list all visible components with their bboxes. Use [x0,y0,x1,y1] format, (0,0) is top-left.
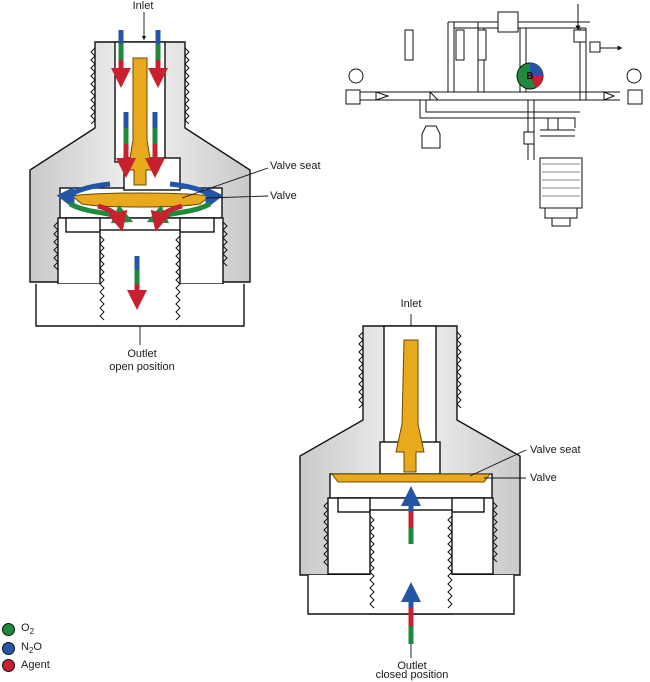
legend-swatch-n2o [2,641,15,655]
legend-label-n2o: N2O [21,640,42,656]
schematic-marker-label: B [526,71,534,82]
open-outlet-base [35,284,245,327]
anesthesia-schematic [345,4,643,227]
schematic-flowmeter-1 [404,29,414,61]
open-valve-label: Valve [270,190,297,202]
closed-outlet-thread-right [447,515,453,609]
closed-body-thread-left [323,501,329,567]
legend-swatch-agent [2,658,15,672]
closed-outlet-thread-left [369,515,375,609]
open-inlet-label: Inlet [132,0,154,12]
schematic-flowmeter-3 [477,29,487,61]
legend-label-agent: Agent [21,659,50,671]
closed-inlet-label: Inlet [400,298,422,310]
legend-label-o2: O2 [21,621,35,637]
closed-leader-lines [410,314,527,658]
schematic-vaporizer [539,157,583,209]
open-position-label: open position [109,361,175,373]
legend-item-n2o: N2O [2,640,42,656]
schematic-gauge-left-top [348,68,364,84]
closed-valve-label: Valve [530,472,557,484]
closed-valve-disc [331,473,491,483]
open-body-thread-right [222,221,228,267]
closed-neck-thread-right [456,331,462,409]
schematic-flowmeter-2 [455,29,465,61]
closed-position-label: closed position [375,669,449,681]
closed-right-post [451,497,485,513]
open-outlet-thread-right [175,235,181,321]
open-flow-arrows [56,30,224,310]
open-outlet-label: Outlet [127,348,157,360]
closed-body-thread-right [492,501,498,563]
schematic-gauge-right-top [626,68,642,84]
schematic-regulator [497,11,519,33]
open-neck-thread-right [184,47,190,125]
open-outlet-thread-left [99,235,105,321]
closed-outlet-label: Outlet [397,660,427,672]
open-neck-thread-left [90,47,96,125]
closed-left-post [337,497,371,513]
open-right-post [179,217,215,233]
schematic-bag [421,125,441,149]
open-body-thread-left [53,221,59,271]
closed-neck-thread-left [358,331,364,409]
open-valve-seat-label: Valve seat [270,160,321,172]
legend-item-agent: Agent [2,657,50,673]
closed-valve-seat-label: Valve seat [530,444,581,456]
legend-swatch-o2 [2,622,15,636]
closed-valve-stem [331,339,491,483]
open-left-post [65,217,101,233]
legend-item-o2: O2 [2,621,34,637]
open-leader-lines [139,12,269,345]
open-valve-disc [70,192,212,208]
